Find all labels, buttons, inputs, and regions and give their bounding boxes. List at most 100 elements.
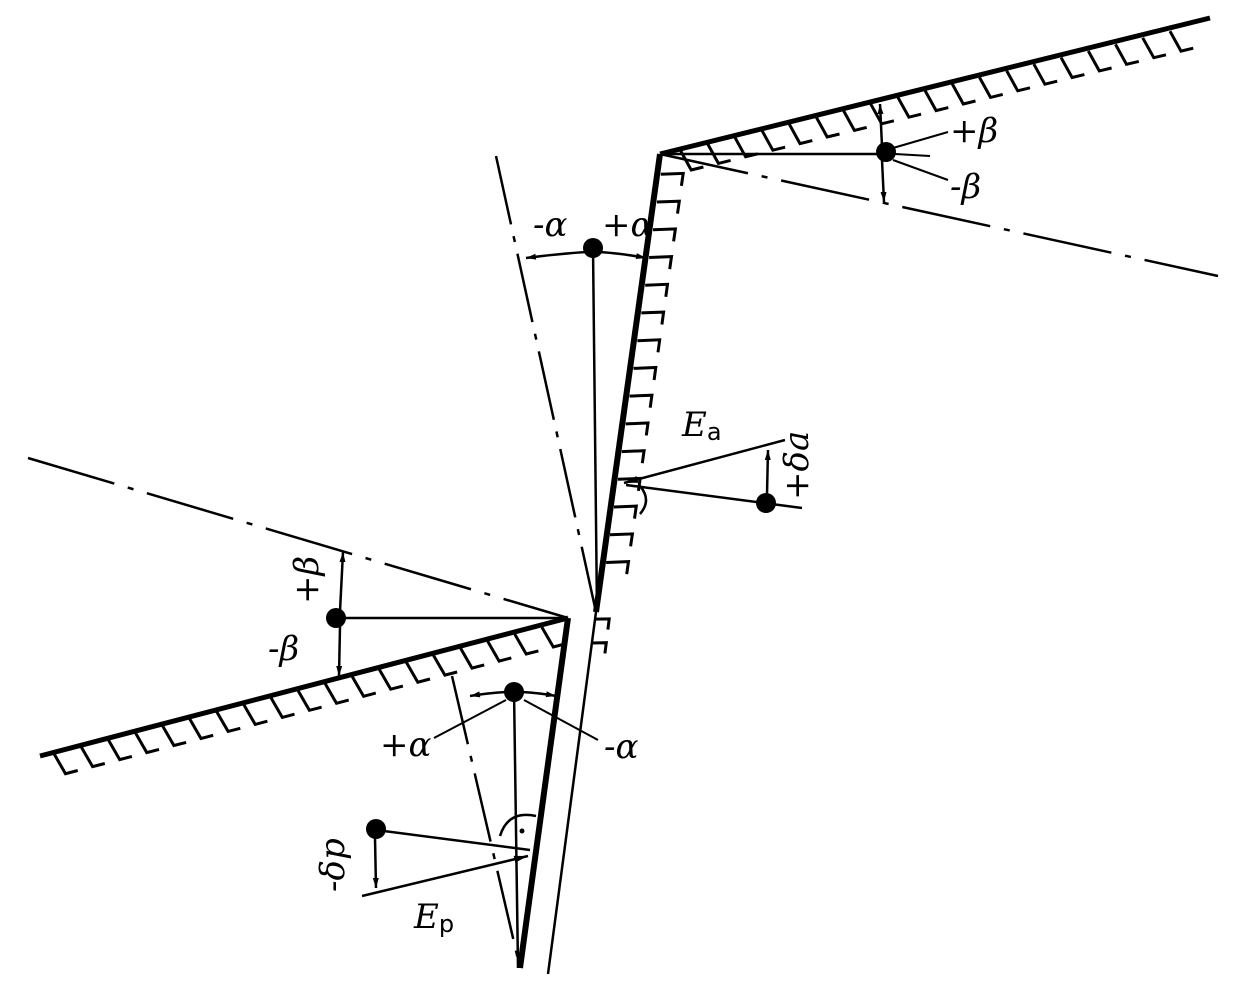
beta-minus-arrow-left (336, 625, 343, 677)
soil-hatch-mark (107, 739, 133, 762)
alpha-arc-top-left (525, 250, 587, 260)
soil-hatch-mark (649, 255, 674, 270)
ground-surface-left (39, 615, 569, 759)
soil-hatch-mark (405, 661, 431, 684)
soil-hatch-mark (842, 109, 868, 133)
soil-hatch-mark (609, 532, 635, 547)
label-ea: Ea (681, 405, 722, 446)
delta-pivot-p (366, 819, 386, 839)
wall-back-line-lower (546, 611, 598, 975)
soil-hatch-mark (1168, 30, 1194, 53)
soil-hatch-mark (760, 129, 786, 152)
label-plus-alpha-bottom: +α (380, 725, 431, 765)
soil-hatch-mark (378, 668, 404, 691)
label-delta-p: -δp (313, 838, 353, 892)
soil-hatch-right (678, 30, 1194, 172)
soil-hatch-mark (652, 227, 678, 242)
label-minus-alpha-bottom: -α (604, 727, 638, 767)
vertical-reference-top (591, 247, 599, 613)
soil-hatch-mark (621, 449, 646, 464)
soil-hatch-mark (215, 710, 241, 734)
soil-hatch-mark (79, 746, 106, 769)
soil-hatch-mark (592, 641, 609, 654)
soil-hatch-mark (613, 504, 639, 519)
crest-reference-line (659, 152, 1219, 278)
wall-back-face (593, 153, 663, 613)
delta-pivot-a (756, 493, 776, 513)
toe-reference-line (27, 456, 569, 620)
alpha-pivot-top (583, 238, 603, 258)
soil-hatch-mark (641, 310, 666, 325)
soil-hatch-mark (595, 617, 611, 630)
soil-hatch-mark (1114, 43, 1140, 67)
soil-hatch-mark (706, 142, 731, 166)
soil-hatch-mark (350, 675, 377, 699)
soil-hatch-mark (1141, 37, 1167, 60)
soil-hatch-mark (656, 199, 682, 214)
soil-hatch-mark (161, 724, 187, 748)
wall-front-face (517, 617, 571, 969)
soil-hatch-mark (629, 393, 654, 408)
beta-minus-arrow-right (880, 159, 887, 203)
label-plus-beta-left: +β (287, 556, 327, 604)
right-angle-arc (498, 813, 537, 837)
soil-hatch-mark (242, 703, 268, 727)
delta-arrow-p (372, 837, 379, 889)
soil-hatch-mark (978, 76, 1004, 100)
soil-hatch-mark (323, 682, 350, 706)
soil-hatch-mark (637, 338, 662, 353)
beta-pivot-left (326, 608, 346, 628)
alpha-leader-bottom-left (433, 699, 507, 739)
soil-hatch-mark (1005, 70, 1031, 93)
soil-hatch-mark (814, 116, 840, 139)
soil-hatch-mark (633, 365, 658, 381)
alpha-dashdot-bottom (450, 675, 522, 969)
soil-hatch-mark (923, 89, 949, 113)
alpha-pivot-bottom (504, 682, 524, 702)
label-minus-alpha-top: -α (533, 205, 567, 245)
beta-pivot-right (876, 142, 896, 162)
soil-hatch-lower-wall (592, 617, 611, 654)
label-delta-a: +δa (777, 431, 817, 500)
alpha-arc-bottom-right (521, 690, 557, 698)
beta-plus-arrow-right (877, 103, 884, 147)
ground-surface-right (659, 15, 1211, 157)
soil-hatch-mark (432, 654, 458, 677)
soil-hatch-mark (625, 421, 650, 436)
alpha-leader-bottom-right (523, 699, 599, 741)
soil-hatch-mark (296, 689, 322, 713)
soil-hatch-mark (645, 282, 670, 298)
soil-hatch-mark (513, 633, 539, 656)
soil-hatch-mark (269, 696, 295, 720)
alpha-dashdot-top (494, 155, 598, 613)
soil-hatch-mark (787, 122, 813, 146)
vertical-reference-bottom (512, 689, 520, 969)
label-plus-alpha-top: +α (602, 205, 653, 245)
alpha-arc-bottom-left (469, 690, 507, 698)
ep-force-arrow (361, 854, 529, 898)
soil-hatch-mark (660, 171, 685, 187)
soil-hatch-mark (950, 83, 976, 106)
soil-hatch-wall (606, 171, 685, 575)
soil-hatch-mark (52, 753, 79, 776)
soil-hatch-mark (869, 103, 895, 126)
soil-hatch-mark (606, 560, 631, 575)
soil-hatch-mark (678, 149, 704, 172)
ea-force-arrow (623, 438, 786, 485)
soil-hatch-left (52, 626, 566, 776)
label-minus-beta-left: -β (268, 629, 299, 669)
label-minus-beta-right: -β (950, 167, 981, 207)
ea-angle-arc (639, 485, 648, 515)
beta-plus-arrow-left (338, 551, 346, 612)
label-ep: Ep (413, 897, 454, 938)
beta-leader-plus-right (892, 131, 949, 149)
delta-arrow-a (764, 449, 771, 495)
soil-hatch-mark (896, 96, 922, 119)
alpha-arc-top-right (599, 250, 647, 260)
soil-hatch-mark (1032, 63, 1058, 86)
soil-hatch-mark (1059, 56, 1085, 80)
soil-hatch-mark (459, 647, 485, 670)
soil-hatch-mark (134, 732, 160, 755)
soil-hatch-mark (188, 717, 214, 741)
